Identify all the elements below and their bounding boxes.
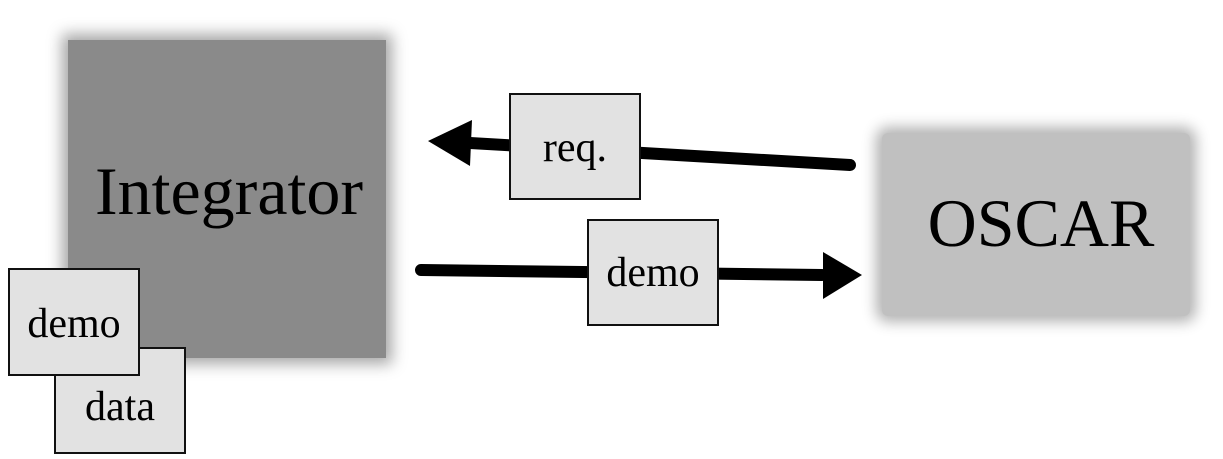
demo-arrow-head — [823, 252, 862, 299]
oscar-node: OSCAR — [882, 133, 1190, 316]
integrator-label: Integrator — [94, 152, 364, 229]
request-arrow-head — [428, 120, 472, 166]
oscar-label: OSCAR — [927, 185, 1155, 261]
demo-stack-card: demo — [8, 268, 140, 376]
request-message-tag: req. — [509, 93, 641, 200]
demo-message-tag: demo — [587, 219, 719, 326]
